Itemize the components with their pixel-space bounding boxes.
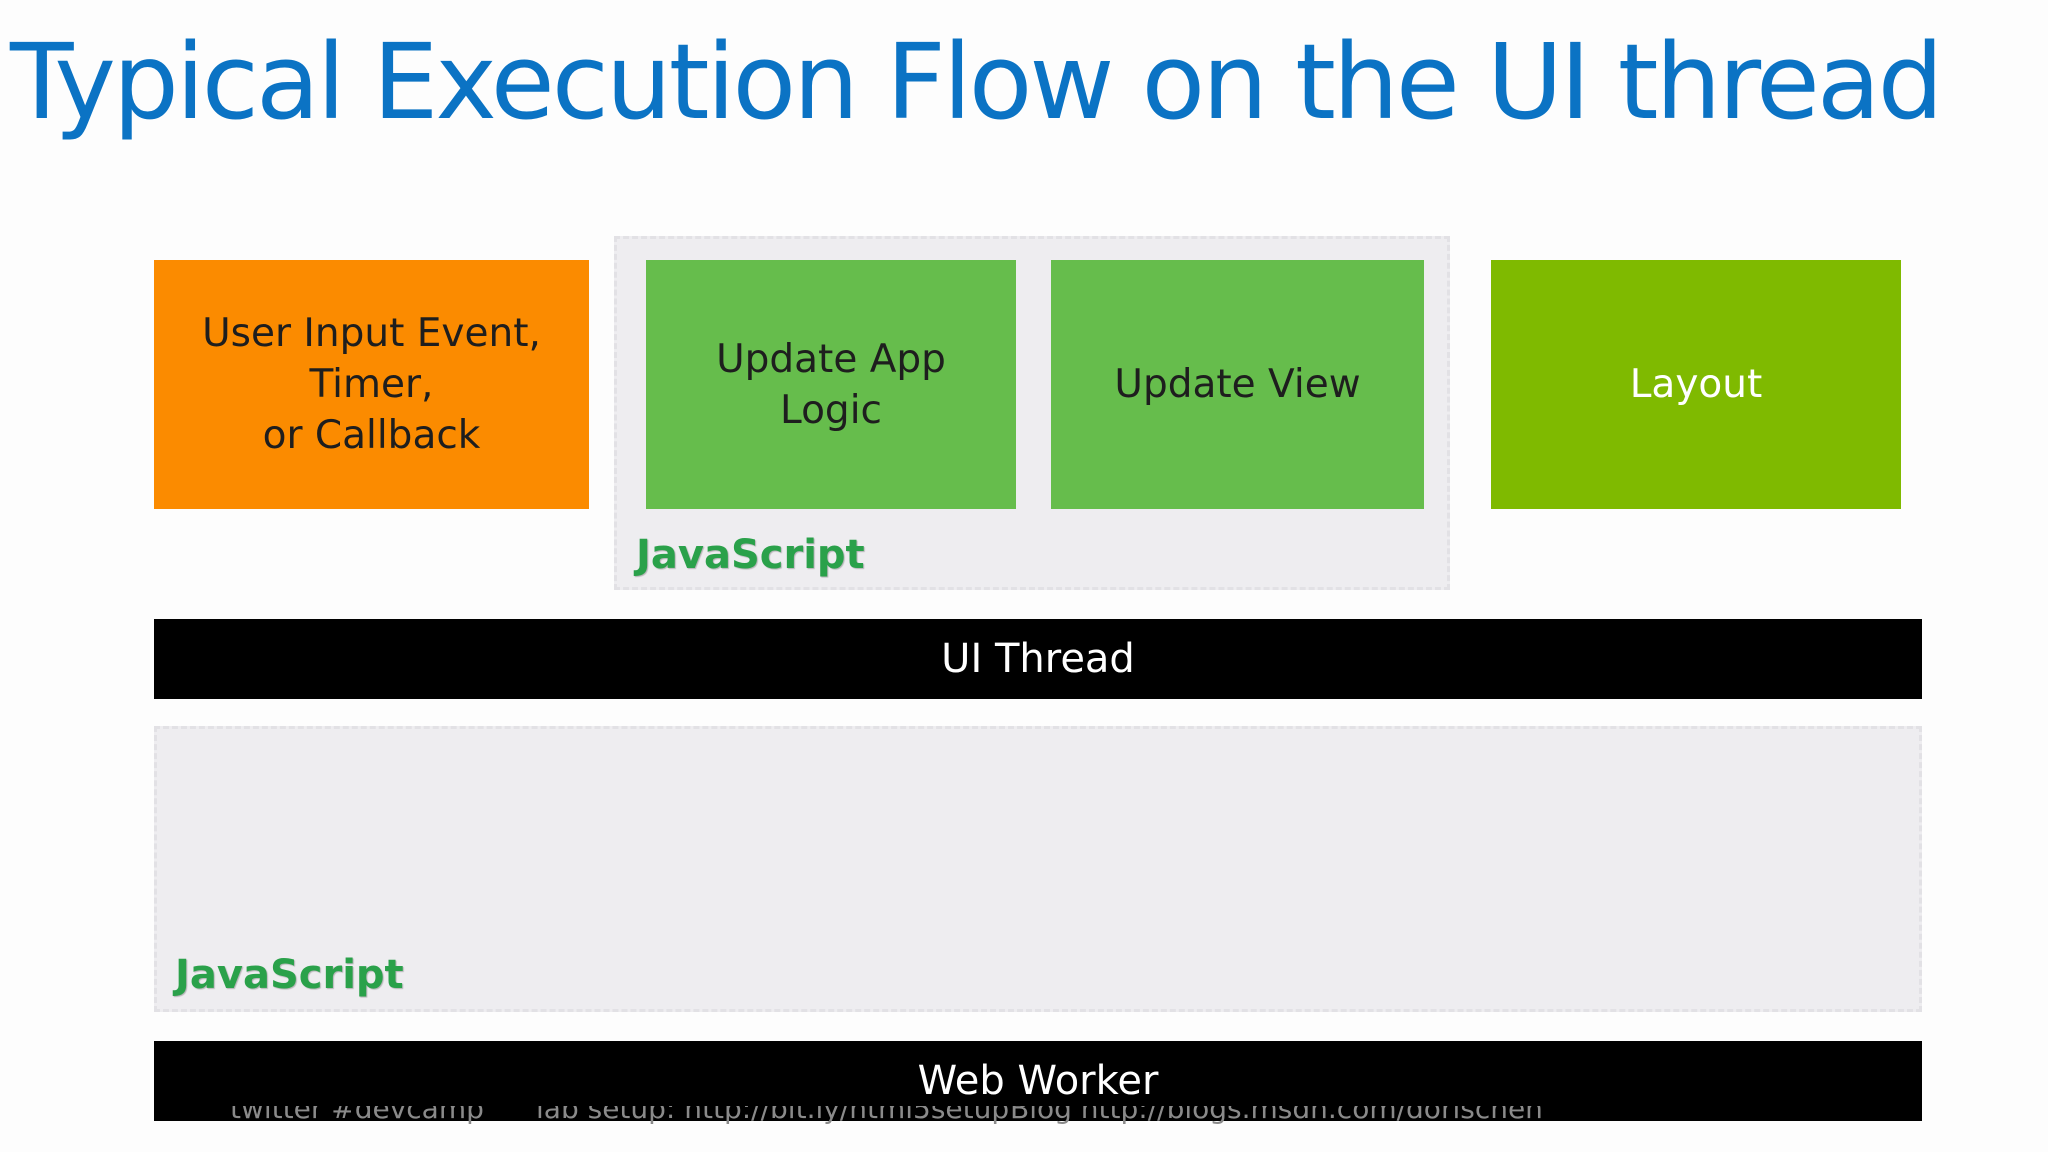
footer-twitter: twitter #devcamp [230,1106,484,1125]
web-worker-bar: Web Worker [154,1041,1922,1121]
step-update-app-logic: Update App Logic [646,260,1016,509]
step-layout: Layout [1491,260,1901,509]
slide-title: Typical Execution Flow on the UI thread [10,21,1944,143]
javascript-label-top: JavaScript [636,532,865,578]
step-update-view: Update View [1051,260,1424,509]
javascript-panel-worker [154,726,1922,1012]
step-label: Layout [1629,362,1763,407]
step-label: User Input Event, Timer, or Callback [202,311,541,458]
step-label: Update View [1114,362,1361,407]
step-label: Update App Logic [716,336,946,433]
javascript-label-bottom: JavaScript [175,952,404,998]
step-user-input-event: User Input Event, Timer, or Callback [154,260,589,509]
web-worker-label: Web Worker [917,1058,1159,1104]
ui-thread-label: UI Thread [941,636,1135,682]
footer-lab-setup: lab setup: http://bit.ly/html5setup [536,1106,1010,1125]
footer-blog: Blog http://blogs.msdn.com/dorischen [1010,1106,1543,1125]
slide-footer: twitter #devcamp lab setup: http://bit.l… [0,1106,2048,1136]
ui-thread-bar: UI Thread [154,619,1922,699]
